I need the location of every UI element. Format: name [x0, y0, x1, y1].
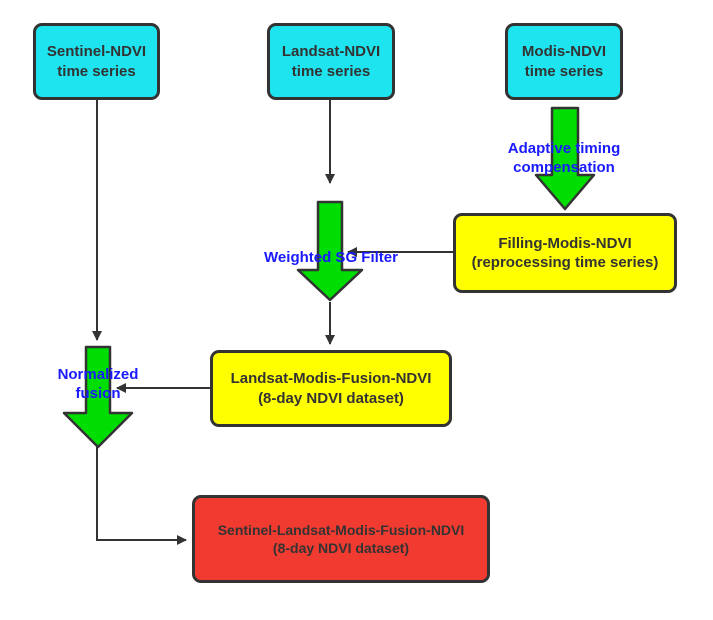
- node-sentinel-ndvi-time-series: Sentinel-NDVI time series: [33, 23, 160, 100]
- fat-arrow-weighted-sg-icon: [296, 200, 364, 302]
- process-label-weighted-sg-filter: Weighted SG Filter: [231, 249, 431, 268]
- node-label: (reprocessing time series): [471, 254, 659, 271]
- node-landsat-modis-fusion-ndvi: Landsat-Modis-Fusion-NDVI (8-day NDVI da…: [210, 350, 452, 427]
- process-label-line: Weighted SG Filter: [264, 249, 398, 266]
- node-filling-modis-ndvi: Filling-Modis-NDVI (reprocessing time se…: [453, 213, 677, 293]
- process-label-adaptive-timing-compensation: Adaptive timing compensation: [474, 140, 654, 178]
- node-label: time series: [291, 62, 371, 80]
- process-label-line: fusion: [75, 384, 121, 402]
- fat-arrow-adaptive-timing-icon: [534, 106, 596, 211]
- node-label: (8-day NDVI dataset): [272, 540, 410, 556]
- node-label: Landsat-Modis-Fusion-NDVI: [230, 370, 432, 387]
- node-modis-ndvi-time-series: Modis-NDVI time series: [505, 23, 623, 100]
- process-label-normalized-fusion: Normalized fusion: [38, 366, 158, 404]
- node-label: Sentinel-NDVI: [46, 43, 147, 60]
- node-label: time series: [524, 62, 604, 80]
- node-landsat-ndvi-time-series: Landsat-NDVI time series: [267, 23, 395, 100]
- node-label: Landsat-NDVI: [281, 43, 381, 60]
- node-sentinel-landsat-modis-fusion-ndvi: Sentinel-Landsat-Modis-Fusion-NDVI (8-da…: [192, 495, 490, 583]
- fat-arrow-normalized-fusion-icon: [62, 345, 134, 449]
- connector-normalized-fusion-to-slm-fusion: [96, 447, 187, 545]
- node-label: (8-day NDVI dataset): [258, 389, 404, 407]
- process-label-line: Adaptive timing: [507, 140, 621, 157]
- node-label: Sentinel-Landsat-Modis-Fusion-NDVI: [217, 521, 465, 538]
- node-label: Filling-Modis-NDVI: [498, 234, 632, 252]
- node-label: time series: [57, 62, 136, 80]
- node-label: Modis-NDVI: [521, 43, 607, 60]
- process-label-line: Normalized: [57, 366, 139, 383]
- process-label-line: compensation: [513, 158, 615, 176]
